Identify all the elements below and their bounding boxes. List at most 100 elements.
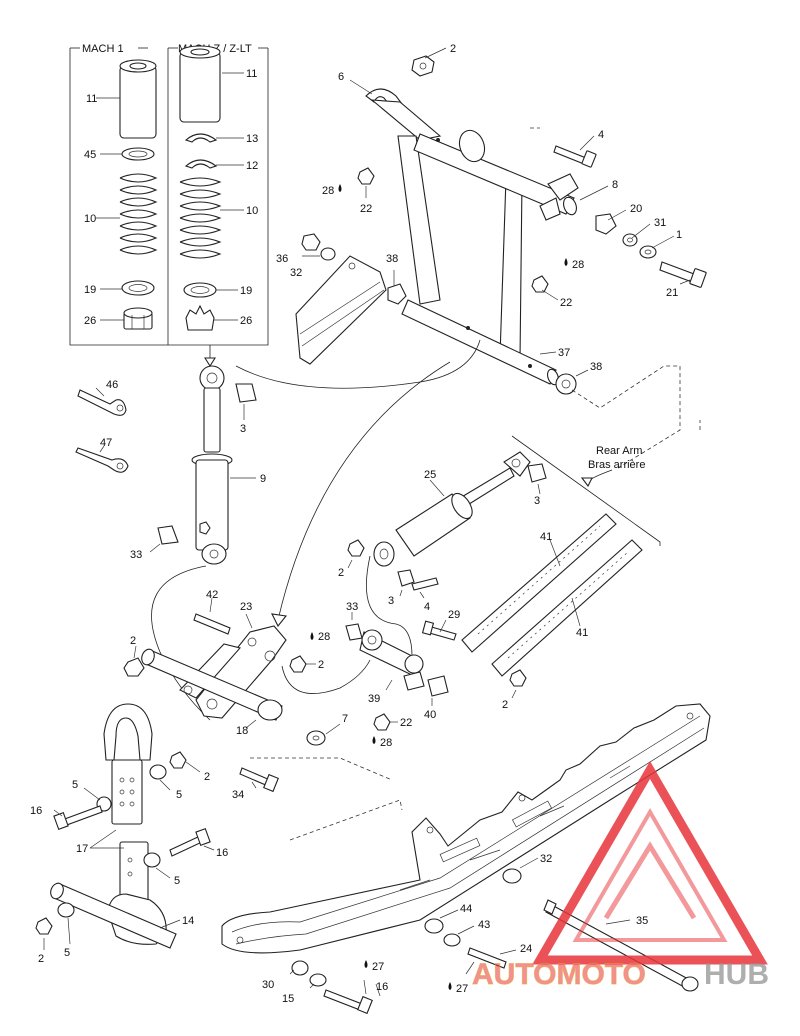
automotohub-watermark <box>532 761 768 965</box>
bolt-16-ski <box>323 989 363 1011</box>
watermark-text-automoto: AUTOMOTO <box>472 958 646 991</box>
spring-cover-mach1 <box>119 59 157 139</box>
nut-36 <box>301 233 321 251</box>
rear-arm-label-fr: Bras arrière <box>588 459 645 471</box>
callout-5-d: 5 <box>64 947 70 959</box>
callout-10-machz: 10 <box>246 205 258 217</box>
callout-2-rear: 2 <box>338 567 344 579</box>
nut-2-spindle <box>169 751 187 769</box>
callout-35: 35 <box>636 915 648 927</box>
callout-27-b: 27 <box>372 961 384 973</box>
callout-22-top: 22 <box>360 203 372 215</box>
callout-18: 18 <box>236 725 248 737</box>
callout-2-top: 2 <box>450 43 456 55</box>
callout-36: 36 <box>276 253 288 265</box>
bushing-40 <box>427 675 449 697</box>
callout-2-spindle: 2 <box>204 771 210 783</box>
callout-30: 30 <box>262 979 274 991</box>
washer-44 <box>424 918 444 934</box>
bushing-33-link <box>345 623 363 641</box>
callout-45: 45 <box>84 149 96 161</box>
callout-40: 40 <box>424 709 436 721</box>
callout-16-a: 16 <box>30 805 42 817</box>
bushing-3-rear-bottom <box>397 569 415 587</box>
callout-38-a: 38 <box>386 253 398 265</box>
callout-17: 17 <box>76 843 88 855</box>
limiter-strap-41-a <box>461 513 617 653</box>
callout-11-mach1: 11 <box>86 93 97 105</box>
watermark-text-hub: HUB <box>704 958 769 991</box>
callout-26-mach1: 26 <box>84 315 96 327</box>
spring-kit-box: MACH 1 MACH Z / Z-LT <box>69 43 269 368</box>
callout-22-mid: 22 <box>560 297 572 309</box>
callout-15: 15 <box>282 993 294 1005</box>
front-arm-assembly <box>365 88 579 386</box>
bolt-42 <box>193 613 231 635</box>
washer-5-d <box>57 902 75 918</box>
callout-19-machz: 19 <box>240 285 252 297</box>
callout-34: 34 <box>232 789 244 801</box>
callout-10-mach1: 10 <box>84 213 96 225</box>
spindle-upper-17 <box>103 703 153 825</box>
nut-2-spindle-low <box>35 917 53 935</box>
callout-38-b: 38 <box>590 361 602 373</box>
nut-2-lower-arm <box>123 657 145 677</box>
bolt-4-rear <box>411 577 439 591</box>
bushing-33-shock <box>157 525 179 545</box>
callout-28-link: 28 <box>380 737 392 749</box>
spanner-wrench-47 <box>75 447 129 473</box>
callout-28-top: 28 <box>322 185 334 197</box>
callout-31: 31 <box>654 217 666 229</box>
bushing-3-rear-top <box>527 463 547 483</box>
callout-3-shock: 3 <box>240 423 246 435</box>
callout-46: 46 <box>106 379 118 391</box>
callout-3-rear-top: 3 <box>534 495 540 507</box>
bushing-3-shock <box>235 383 257 403</box>
callout-33-link: 33 <box>346 601 358 613</box>
callout-2-arm-right: 2 <box>318 659 324 671</box>
callout-44: 44 <box>460 903 472 915</box>
nut-2-rear <box>347 539 365 557</box>
callout-13: 13 <box>246 133 258 145</box>
nut-2-strap <box>509 669 527 687</box>
link-39 <box>359 629 424 677</box>
bushing-20 <box>595 213 617 235</box>
spring-machz <box>179 177 222 259</box>
callout-5-b: 5 <box>176 789 182 801</box>
callout-2-lower-arm: 2 <box>130 635 136 647</box>
nut-2-arm-right <box>289 655 307 673</box>
washer-45 <box>121 147 155 161</box>
lower-arm-23 <box>141 625 287 721</box>
callout-2-strap: 2 <box>502 699 508 711</box>
callout-22-link: 22 <box>400 717 412 729</box>
callout-43: 43 <box>478 919 490 931</box>
callout-42: 42 <box>206 589 218 601</box>
spring-cover-machz <box>179 45 221 123</box>
callout-28-arm: 28 <box>318 631 330 643</box>
callout-16-ski: 16 <box>376 981 388 993</box>
callout-4-rear: 4 <box>424 601 430 613</box>
callout-32-top: 32 <box>290 267 302 279</box>
callout-20: 20 <box>630 203 642 215</box>
callout-12: 12 <box>246 160 258 172</box>
callout-11-machz: 11 <box>246 68 257 80</box>
collar-13 <box>184 133 218 143</box>
callout-8: 8 <box>612 179 618 191</box>
callout-9: 9 <box>260 473 266 485</box>
nut-22-top <box>357 167 375 185</box>
washer-1 <box>639 245 657 259</box>
limiter-strap-41-b <box>491 539 643 677</box>
header-mach1: MACH 1 <box>82 43 124 55</box>
spring-seat-mach1 <box>121 280 155 296</box>
callout-5-a: 5 <box>72 779 78 791</box>
top-right-leaders <box>302 47 691 377</box>
spring-mach1 <box>119 173 158 255</box>
callout-14: 14 <box>182 915 194 927</box>
washer-43 <box>443 933 461 947</box>
top-hardware <box>295 55 707 395</box>
bushing-39-b <box>403 671 425 691</box>
callout-3-rear-bottom: 3 <box>388 595 394 607</box>
adjuster-machz <box>185 304 215 331</box>
callout-21: 21 <box>666 287 678 299</box>
callout-4-top: 4 <box>598 129 604 141</box>
